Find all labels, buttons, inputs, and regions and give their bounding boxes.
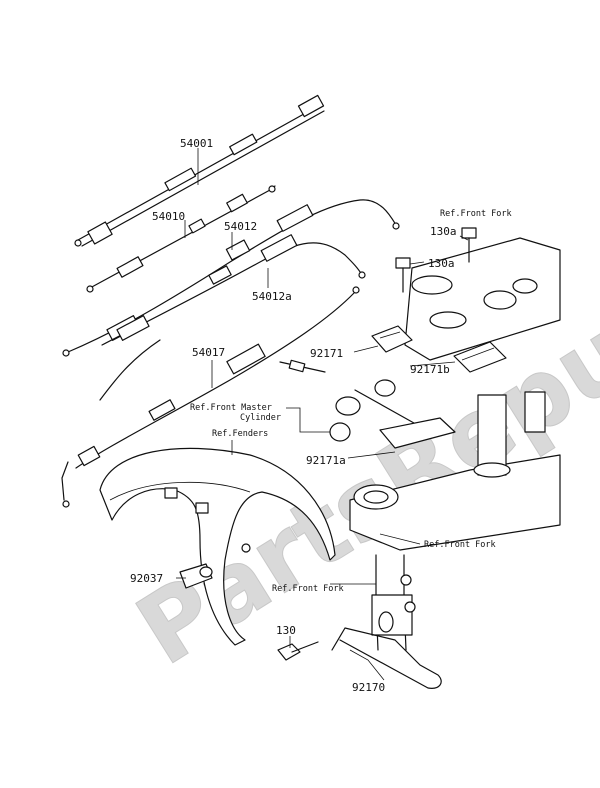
clamp-92171b[interactable]	[453, 341, 507, 373]
label-130a-top: 130a	[430, 225, 457, 238]
grommet-92037[interactable]	[179, 563, 213, 589]
front-fork-lower	[371, 554, 416, 651]
label-92171a: 92171a	[306, 454, 346, 467]
ref-front-fork-low: Ref.Front Fork	[272, 584, 344, 594]
cable-54012a[interactable]	[101, 234, 366, 346]
label-92037: 92037	[130, 572, 163, 585]
bolt-130[interactable]	[277, 641, 319, 661]
label-54010: 54010	[152, 210, 185, 223]
label-92171: 92171	[310, 347, 343, 360]
upper-fork-bracket	[404, 237, 561, 361]
label-54012: 54012	[224, 220, 257, 233]
label-54017: 54017	[192, 346, 225, 359]
ref-fenders: Ref.Fenders	[212, 429, 268, 439]
ref-front-fork-mid: Ref.Front Fork	[424, 540, 496, 550]
front-fender[interactable]	[99, 447, 336, 646]
ref-front-master-1: Ref.Front Master	[190, 403, 272, 413]
clamp-92171[interactable]	[371, 325, 413, 353]
cable-54001[interactable]	[74, 94, 325, 247]
master-cylinder-clamp	[279, 359, 456, 449]
bolt-130a[interactable]	[395, 257, 411, 293]
bolt-130a-top[interactable]	[461, 227, 477, 263]
clamp-92170[interactable]	[331, 627, 442, 689]
label-130: 130	[276, 624, 296, 637]
label-54012a: 54012a	[252, 290, 292, 303]
label-92170: 92170	[352, 681, 385, 694]
label-54001: 54001	[180, 137, 213, 150]
ref-front-master-2: Cylinder	[240, 413, 281, 423]
cable-54017[interactable]	[61, 286, 360, 508]
cable-54010[interactable]	[86, 185, 276, 293]
leader-lines	[176, 148, 469, 681]
lower-triple-clamp	[349, 391, 561, 551]
label-130a: 130a	[428, 257, 455, 270]
label-92171b: 92171b	[410, 363, 450, 376]
ref-front-fork-top: Ref.Front Fork	[440, 209, 512, 219]
